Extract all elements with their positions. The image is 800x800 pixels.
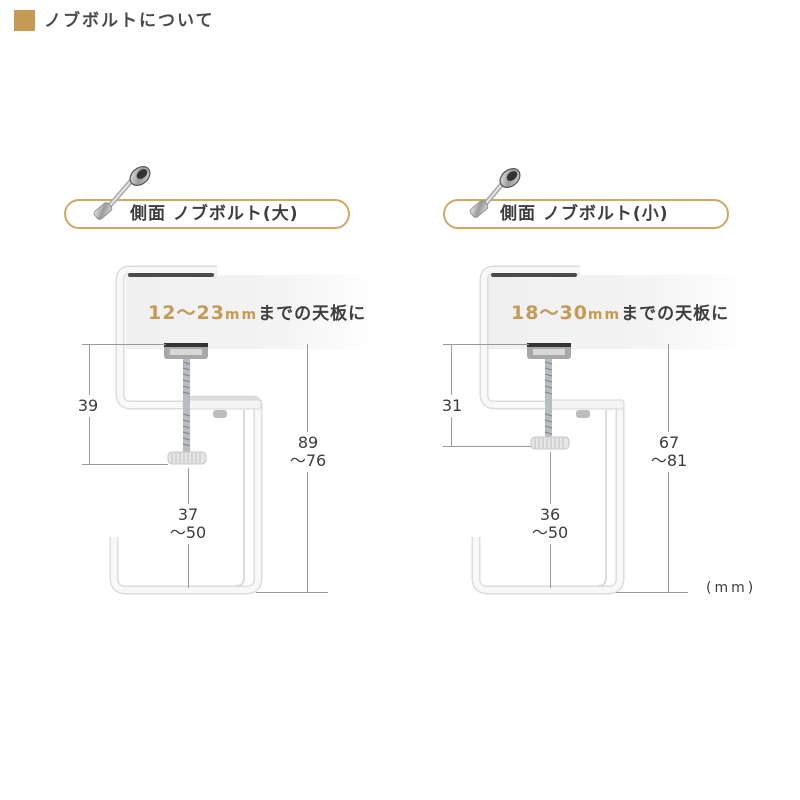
- unit-note: (mm): [706, 580, 757, 596]
- knob-bolt-icon: [469, 168, 521, 218]
- dim-height-label: 31: [436, 395, 468, 417]
- dim-total-top-label: 67: [641, 432, 697, 454]
- dim-total-bottom-label: 〜76: [280, 450, 336, 472]
- dim-line: [550, 452, 551, 588]
- dim-line: [451, 344, 452, 447]
- dim-height-label: 39: [72, 395, 104, 417]
- label-pill: [443, 199, 729, 229]
- dim-line: [443, 344, 529, 345]
- tabletop-board: [126, 275, 376, 349]
- dim-total-bottom-label: 〜81: [641, 450, 697, 472]
- header-accent-square: [14, 10, 35, 31]
- knob-bolt-icon: [93, 166, 151, 220]
- tabletop-board: [486, 275, 746, 349]
- dim-line: [82, 344, 166, 345]
- dim-gap-top-label: 37: [160, 504, 216, 526]
- dim-line: [616, 592, 688, 593]
- dim-line: [256, 592, 328, 593]
- thickness-range-text: 18〜30mmまでの天板に: [511, 302, 730, 324]
- thickness-range-text: 12〜23mmまでの天板に: [148, 302, 367, 324]
- dim-total-top-label: 89: [280, 432, 336, 454]
- dim-line: [82, 464, 168, 465]
- diagram-large-bolt: 側面 ノブボルト(大) 12〜23mmまでの天板に: [64, 166, 376, 595]
- dim-gap-bottom-label: 〜50: [522, 522, 578, 544]
- diagram-label: 側面 ノブボルト(大): [130, 204, 299, 224]
- dim-gap-bottom-label: 〜50: [160, 522, 216, 544]
- clamp-drawing: [109, 265, 263, 595]
- diagram-label: 側面 ノブボルト(小): [500, 204, 669, 224]
- dim-line: [443, 446, 531, 447]
- dim-gap-top-label: 36: [522, 504, 578, 526]
- page-title: ノブボルトについて: [44, 11, 215, 31]
- dim-line: [668, 344, 669, 592]
